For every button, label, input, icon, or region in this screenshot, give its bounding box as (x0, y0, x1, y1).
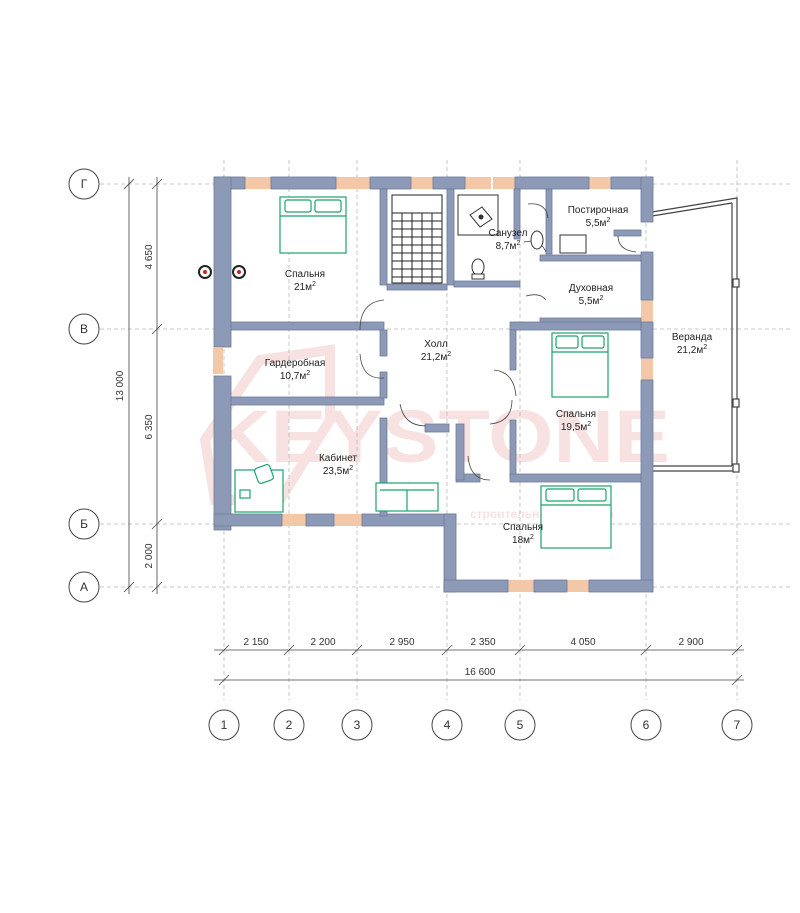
room-area-bathroom: 8,7м2 (496, 240, 521, 252)
dim-vertical-3: 2 000 (144, 543, 155, 568)
dim-horizontal-2: 2 200 (310, 637, 335, 648)
axis-number-4: 4 (444, 718, 451, 732)
office-furniture (234, 463, 439, 513)
room-area-bedroom-3: 18м2 (512, 534, 534, 546)
room-name-bedroom-2: Спальня (556, 409, 596, 420)
washer-icon (559, 234, 587, 254)
room-area-laundry: 5,5м2 (586, 217, 611, 229)
bed-2 (551, 332, 609, 398)
exterior-lamps (198, 265, 246, 279)
room-name-laundry: Постирочная (568, 205, 629, 216)
monitor (239, 489, 251, 499)
horizontal-dimensions (214, 644, 744, 686)
room-name-veranda: Веранда (672, 332, 713, 343)
axis-number-5: 5 (517, 718, 524, 732)
dim-horizontal-6: 2 900 (678, 637, 703, 648)
axis-number-2: 2 (286, 718, 293, 732)
dim-horizontal-4: 2 350 (470, 637, 495, 648)
letter-axis-markers: Г В Б А (68, 168, 100, 603)
axis-number-6: 6 (643, 718, 650, 732)
room-name-office: Кабинет (319, 452, 357, 464)
room-area-veranda: 21,2м2 (677, 344, 707, 356)
room-name-wardrobe: Гардеробная (265, 357, 326, 369)
veranda-railing (651, 197, 740, 473)
room-labels: Спальня 21м2 Гардеробная 10,7м2 Кабинет … (265, 205, 713, 546)
toilet-icon (471, 258, 485, 276)
room-area-hall: 21,2м2 (421, 351, 451, 363)
room-area-office: 23,5м2 (323, 465, 353, 477)
number-axis-markers: 1 2 3 4 5 6 7 (208, 709, 753, 741)
axis-letter-a: А (80, 580, 88, 594)
room-name-bedroom-1: Спальня (285, 269, 325, 280)
room-area-vent: 5,5м2 (579, 295, 604, 307)
dim-total-horizontal: 16 600 (465, 667, 496, 678)
axis-number-7: 7 (734, 718, 741, 732)
axis-letter-g: Г (81, 177, 88, 191)
windows (213, 177, 653, 592)
vertical-dimensions (123, 177, 163, 594)
office-chair (253, 463, 275, 485)
walls (213, 176, 654, 593)
room-area-bedroom-2: 19,5м2 (561, 421, 591, 433)
dim-horizontal-5: 4 050 (570, 637, 595, 648)
dim-horizontal-3: 2 950 (389, 637, 414, 648)
bed-3 (540, 485, 612, 549)
axis-number-1: 1 (221, 718, 228, 732)
axis-number-3: 3 (354, 718, 361, 732)
room-name-bedroom-3: Спальня (503, 522, 543, 533)
bathroom-fixtures (457, 194, 587, 280)
watermark-brand: KEYSTONE (210, 395, 670, 478)
staircase (391, 194, 443, 284)
dim-horizontal-1: 2 150 (243, 637, 268, 648)
dim-total-vertical: 13 000 (115, 370, 126, 401)
room-name-vent: Духовная (569, 283, 613, 294)
sink-icon (530, 230, 544, 250)
room-name-hall: Холл (424, 339, 448, 350)
dim-vertical-1: 4 650 (144, 244, 155, 269)
door-swings (359, 203, 637, 481)
dim-vertical-2: 6 350 (144, 414, 155, 439)
room-name-bathroom: Санузел (489, 228, 528, 239)
axis-letter-v: В (80, 322, 88, 336)
room-area-wardrobe: 10,7м2 (280, 370, 310, 382)
room-area-bedroom-1: 21м2 (294, 281, 316, 293)
bed-1 (279, 196, 347, 254)
axis-letter-b: Б (80, 517, 88, 531)
